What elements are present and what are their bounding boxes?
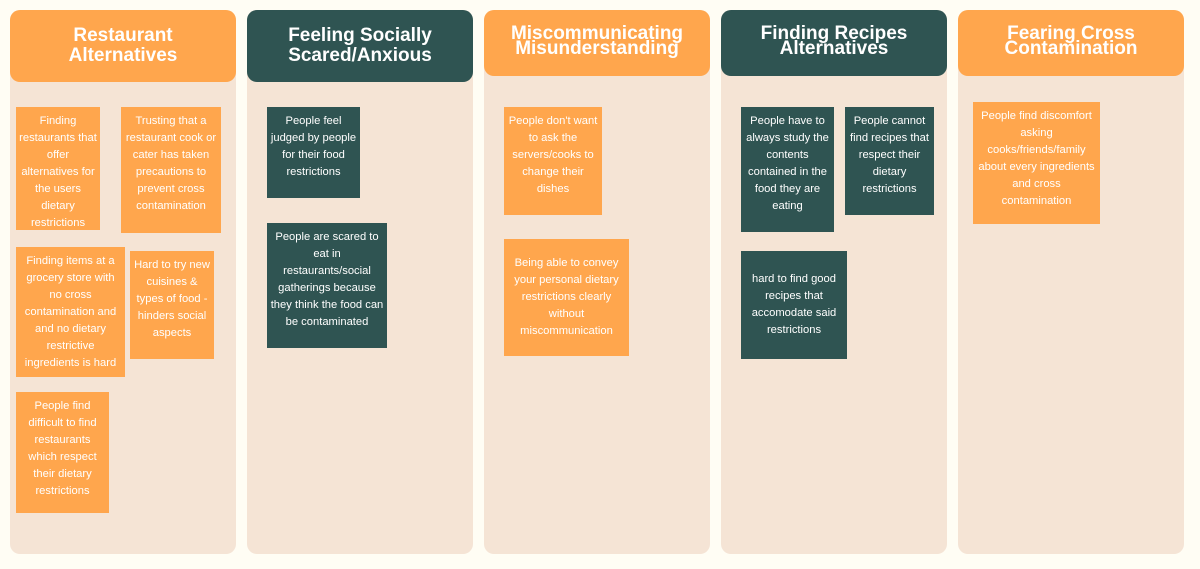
sticky-note[interactable]: Finding restaurants that offer alternati… bbox=[16, 107, 100, 230]
sticky-note[interactable]: People are scared to eat in restaurants/… bbox=[267, 223, 387, 348]
sticky-note[interactable]: Hard to try new cuisines & types of food… bbox=[130, 251, 214, 359]
column-feeling-socially-scared: Feeling Socially Scared/Anxious People f… bbox=[247, 10, 473, 554]
column-miscommunicating: Miscommunicating Misunderstanding People… bbox=[484, 10, 710, 554]
column-fearing-cross-contamination: Fearing Cross Contamination People find … bbox=[958, 10, 1184, 554]
sticky-note[interactable]: hard to find good recipes that accomodat… bbox=[741, 251, 847, 359]
sticky-note[interactable]: People find difficult to find restaurant… bbox=[16, 392, 109, 513]
sticky-note[interactable]: Trusting that a restaurant cook or cater… bbox=[121, 107, 221, 233]
column-restaurant-alternatives: Restaurant Alternatives Finding restaura… bbox=[10, 10, 236, 554]
column-header: Miscommunicating Misunderstanding bbox=[484, 10, 710, 76]
sticky-note[interactable]: Finding items at a grocery store with no… bbox=[16, 247, 125, 377]
column-finding-recipes: Finding Recipes Alternatives People have… bbox=[721, 10, 947, 554]
column-header: Restaurant Alternatives bbox=[10, 10, 236, 82]
sticky-note[interactable]: People feel judged by people for their f… bbox=[267, 107, 360, 198]
sticky-note[interactable]: People have to always study the contents… bbox=[741, 107, 834, 232]
sticky-note[interactable]: People cannot find recipes that respect … bbox=[845, 107, 934, 215]
sticky-note[interactable]: Being able to convey your personal dieta… bbox=[504, 239, 629, 356]
column-header: Fearing Cross Contamination bbox=[958, 10, 1184, 76]
sticky-note[interactable]: People find discomfort asking cooks/frie… bbox=[973, 102, 1100, 224]
column-header: Feeling Socially Scared/Anxious bbox=[247, 10, 473, 82]
column-header: Finding Recipes Alternatives bbox=[721, 10, 947, 76]
sticky-note[interactable]: People don't want to ask the servers/coo… bbox=[504, 107, 602, 215]
